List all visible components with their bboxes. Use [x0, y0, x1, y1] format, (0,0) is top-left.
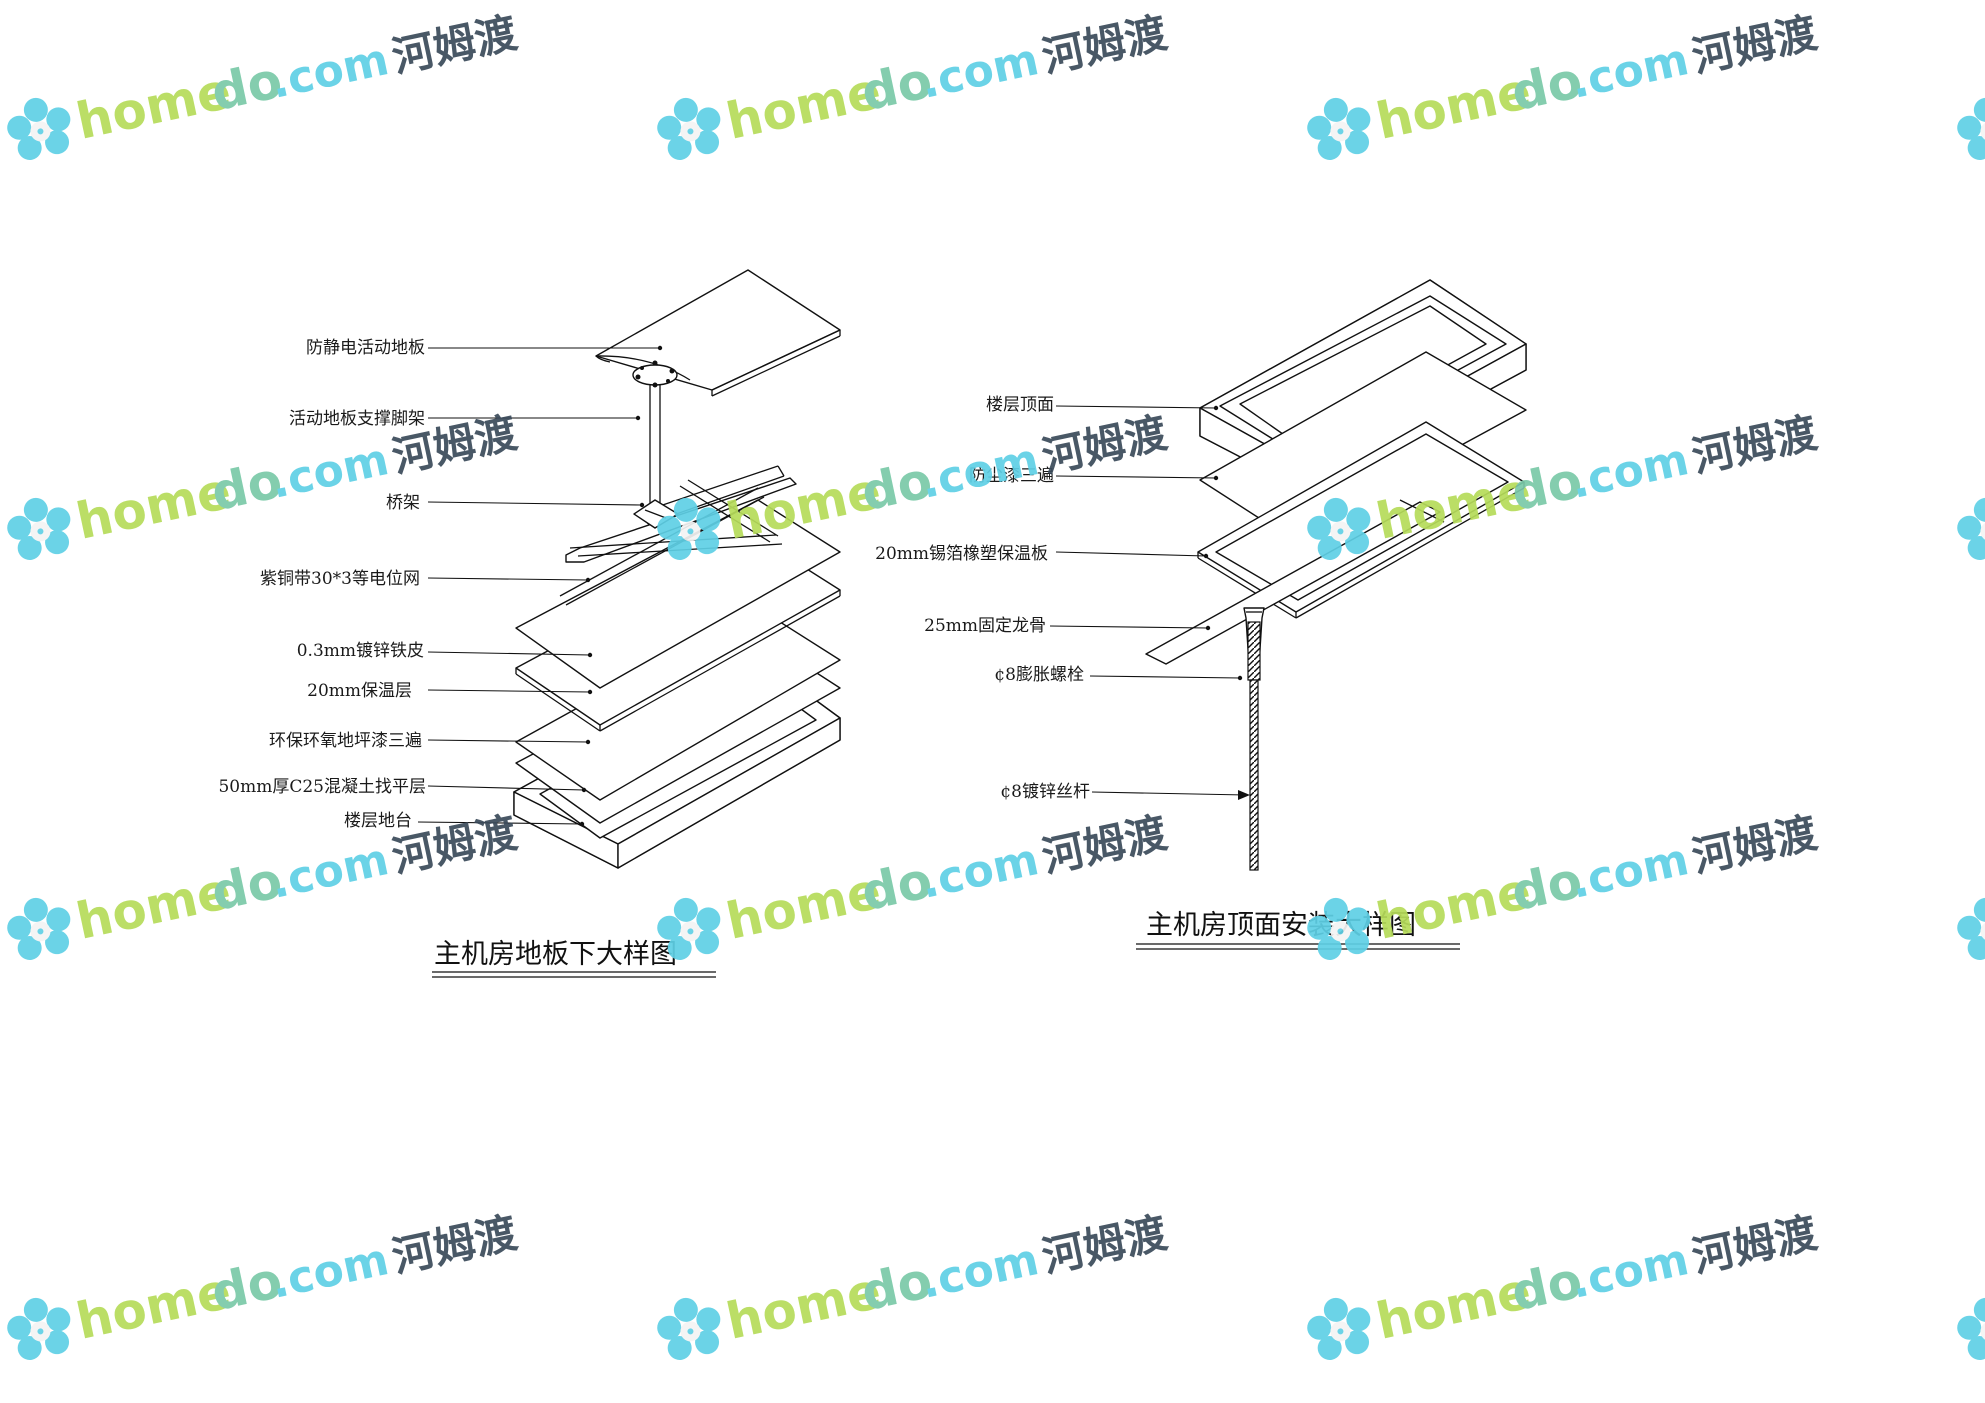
- floor-label-cable-tray: 桥架: [386, 493, 420, 513]
- wm-cn: 河姆渡: [1038, 8, 1171, 82]
- wm-cn: 河姆渡: [1038, 408, 1171, 482]
- floor-detail-title: 主机房地板下大样图: [434, 939, 677, 970]
- watermark-tile-4: home do .com 河姆渡: [1957, 97, 1985, 160]
- watermark-tile-2: home do .com 河姆渡: [657, 8, 1171, 160]
- floor-label-slab: 楼层地台: [344, 811, 412, 831]
- ceiling-label-keel: 25mm固定龙骨: [924, 616, 1046, 636]
- ceiling-label-threaded-rod: ¢8镀锌丝杆: [1000, 782, 1090, 802]
- flower-logo: [657, 1297, 721, 1360]
- ceiling-label-expansion-bolt: ¢8膨胀螺栓: [994, 665, 1084, 685]
- flower-logo: [1307, 897, 1371, 960]
- wm-do: do: [856, 451, 937, 522]
- watermark-tile-12: home do .com 河姆渡: [1957, 897, 1985, 960]
- ceiling-detail-title: 主机房顶面安装大样图: [1146, 910, 1416, 941]
- watermark-tile-7: home do .com 河姆渡: [1307, 408, 1821, 560]
- wm-do: do: [206, 851, 287, 922]
- wm-do: do: [856, 851, 937, 922]
- ceiling-label-insulation-board: 20mm锡箔橡塑保温板: [875, 544, 1048, 564]
- watermark-tile-1: home do .com 河姆渡: [7, 8, 521, 160]
- watermark-tile-15: home do .com 河姆渡: [1307, 1208, 1821, 1360]
- wm-cn: 河姆渡: [1688, 808, 1821, 882]
- watermark-tile-13: home do .com 河姆渡: [7, 1208, 521, 1360]
- watermark-tile-10: home do .com 河姆渡: [657, 808, 1171, 960]
- watermark-tile-5: home do .com 河姆渡: [7, 408, 521, 560]
- flower-logo: [7, 1297, 71, 1360]
- watermark-tile-8: home do .com 河姆渡: [1957, 497, 1985, 560]
- wm-do: do: [856, 1251, 937, 1322]
- expansion-bolt: [1243, 607, 1265, 681]
- wm-com: .com: [916, 34, 1043, 109]
- watermark-tile-16: home do .com 河姆渡: [1957, 1297, 1985, 1360]
- wm-com: .com: [1566, 1234, 1693, 1309]
- flower-logo: [1307, 497, 1371, 560]
- watermark-tile-14: home do .com 河姆渡: [657, 1208, 1171, 1360]
- floor-label-epoxy: 环保环氧地坪漆三遍: [269, 731, 422, 751]
- threaded-rod: [1249, 679, 1259, 871]
- flower-logo: [1957, 1297, 1985, 1360]
- wm-cn: 河姆渡: [1688, 8, 1821, 82]
- wm-cn: 河姆渡: [388, 8, 521, 82]
- wm-com: .com: [266, 834, 393, 909]
- wm-do: do: [1506, 51, 1587, 122]
- flower-logo: [7, 97, 71, 160]
- wm-com: .com: [266, 1234, 393, 1309]
- wm-cn: 河姆渡: [1688, 408, 1821, 482]
- wm-do: do: [206, 51, 287, 122]
- ceiling-label-dust-paint: 防尘漆三遍: [969, 466, 1054, 486]
- flower-logo: [1957, 497, 1985, 560]
- wm-cn: 河姆渡: [1038, 1208, 1171, 1282]
- wm-do: do: [206, 451, 287, 522]
- flower-logo: [1307, 97, 1371, 160]
- anti-static-floor-panel: [595, 269, 841, 397]
- flower-logo: [1957, 897, 1985, 960]
- wm-do: do: [1506, 851, 1587, 922]
- wm-do: do: [1506, 451, 1587, 522]
- wm-com: .com: [916, 434, 1043, 509]
- wm-cn: 河姆渡: [1688, 1208, 1821, 1282]
- wm-com: .com: [916, 834, 1043, 909]
- flower-logo: [7, 897, 71, 960]
- floor-label-insulation: 20mm保温层: [307, 681, 412, 701]
- watermark-tile-3: home do .com 河姆渡: [1307, 8, 1821, 160]
- floor-label-galvanized-sheet: 0.3mm镀锌铁皮: [297, 641, 424, 661]
- wm-cn: 河姆渡: [1038, 808, 1171, 882]
- wm-com: .com: [266, 34, 393, 109]
- floor-label-pedestal: 活动地板支撑脚架: [289, 409, 425, 429]
- floor-detail: 防静电活动地板 活动地板支撑脚架 桥架 紫铜带30*3等电位网 0.3mm镀锌铁…: [218, 269, 841, 978]
- ceiling-leaders: [1049, 405, 1250, 800]
- pedestal-support: [632, 360, 679, 529]
- wm-com: .com: [1566, 434, 1693, 509]
- wm-do: do: [856, 51, 937, 122]
- wm-com: .com: [1566, 834, 1693, 909]
- wm-com: .com: [1566, 34, 1693, 109]
- wm-do: do: [206, 1251, 287, 1322]
- flower-logo: [7, 497, 71, 560]
- floor-label-raised-floor: 防静电活动地板: [306, 338, 425, 358]
- wm-do: do: [1506, 1251, 1587, 1322]
- ceiling-label-slab: 楼层顶面: [986, 395, 1054, 415]
- wm-com: .com: [916, 1234, 1043, 1309]
- flower-logo: [1957, 97, 1985, 160]
- flower-logo: [657, 897, 721, 960]
- floor-label-copper-grid: 紫铜带30*3等电位网: [260, 569, 420, 589]
- floor-leaders: [417, 345, 663, 827]
- wm-cn: 河姆渡: [388, 1208, 521, 1282]
- flower-logo: [1307, 1297, 1371, 1360]
- flower-logo: [657, 97, 721, 160]
- flower-logo: [657, 497, 721, 560]
- floor-label-concrete: 50mm厚C25混凝土找平层: [218, 777, 426, 797]
- wm-com: .com: [266, 434, 393, 509]
